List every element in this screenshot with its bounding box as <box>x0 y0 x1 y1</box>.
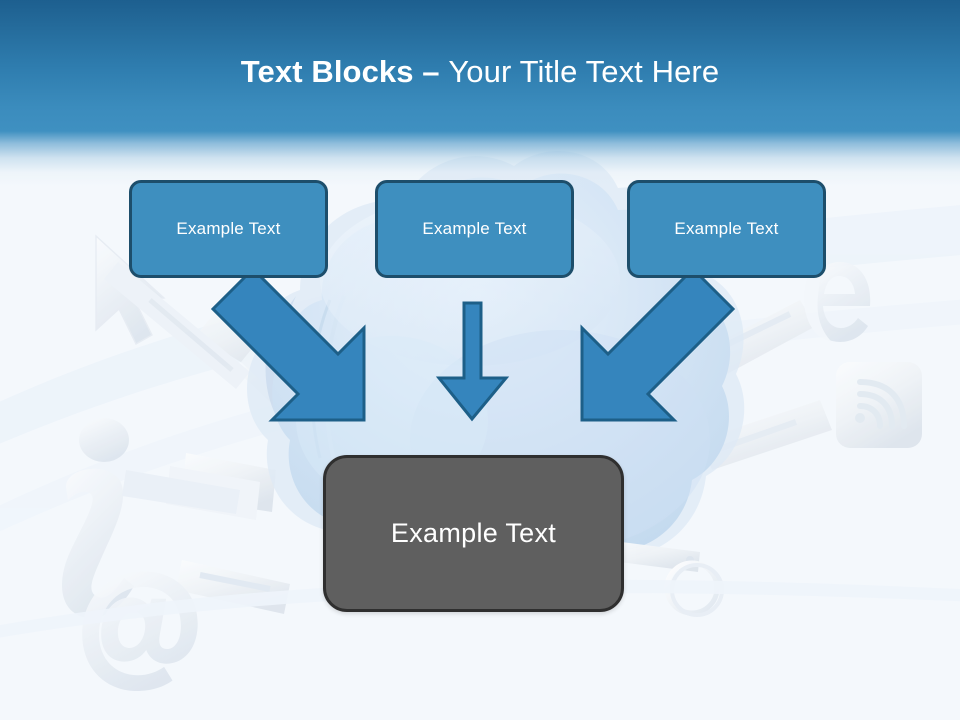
wifi-signal-key-icon <box>700 362 922 470</box>
header-band <box>0 0 960 131</box>
arrow-left-diagonal <box>210 266 366 422</box>
header-fade <box>0 131 960 187</box>
source-box-2-label: Example Text <box>422 219 527 238</box>
page-title: Text Blocks – Your Title Text Here <box>0 52 960 92</box>
result-box[interactable]: Example Text <box>323 455 624 612</box>
at-sign-icon <box>82 560 290 691</box>
result-box-label: Example Text <box>390 518 557 548</box>
page-title-light: Your Title Text Here <box>448 54 720 89</box>
source-box-3-label: Example Text <box>674 219 779 238</box>
source-box-2[interactable]: Example Text <box>375 180 574 278</box>
page-title-separator: – <box>413 54 449 89</box>
info-i-icon <box>61 418 276 619</box>
page-title-strong: Text Blocks <box>240 54 414 89</box>
source-box-1-label: Example Text <box>176 219 281 238</box>
source-box-1[interactable]: Example Text <box>129 180 328 278</box>
arrow-right-diagonal <box>580 266 736 422</box>
source-box-3[interactable]: Example Text <box>627 180 826 278</box>
arrow-center-vertical <box>435 301 510 422</box>
